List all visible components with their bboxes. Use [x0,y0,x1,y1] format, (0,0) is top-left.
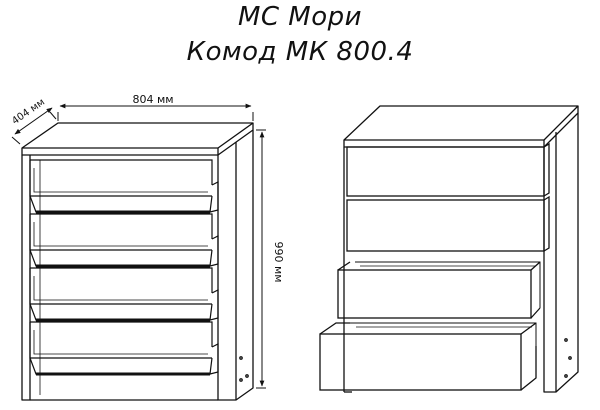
dimension-width-label: 804 мм [132,93,173,106]
product-title: Комод МК 800.4 [186,37,414,67]
front-drawer-4-open [319,322,537,391]
right-view-carcass [343,105,579,393]
brand-title: МС Мори [237,2,363,32]
front-drawer-1 [346,142,550,197]
dimension-width [57,103,254,121]
left-drawer-3 [29,267,219,322]
dimension-height [256,129,266,389]
left-drawer-1 [29,159,219,214]
dimension-depth-label: 404 мм [10,97,47,127]
left-drawer-2 [29,213,219,268]
left-drawer-4 [29,321,219,376]
dimension-height-label: 990 мм [272,241,285,282]
dimension-depth [11,107,57,145]
front-drawer-2 [346,195,550,252]
front-drawer-3-open [337,261,541,319]
